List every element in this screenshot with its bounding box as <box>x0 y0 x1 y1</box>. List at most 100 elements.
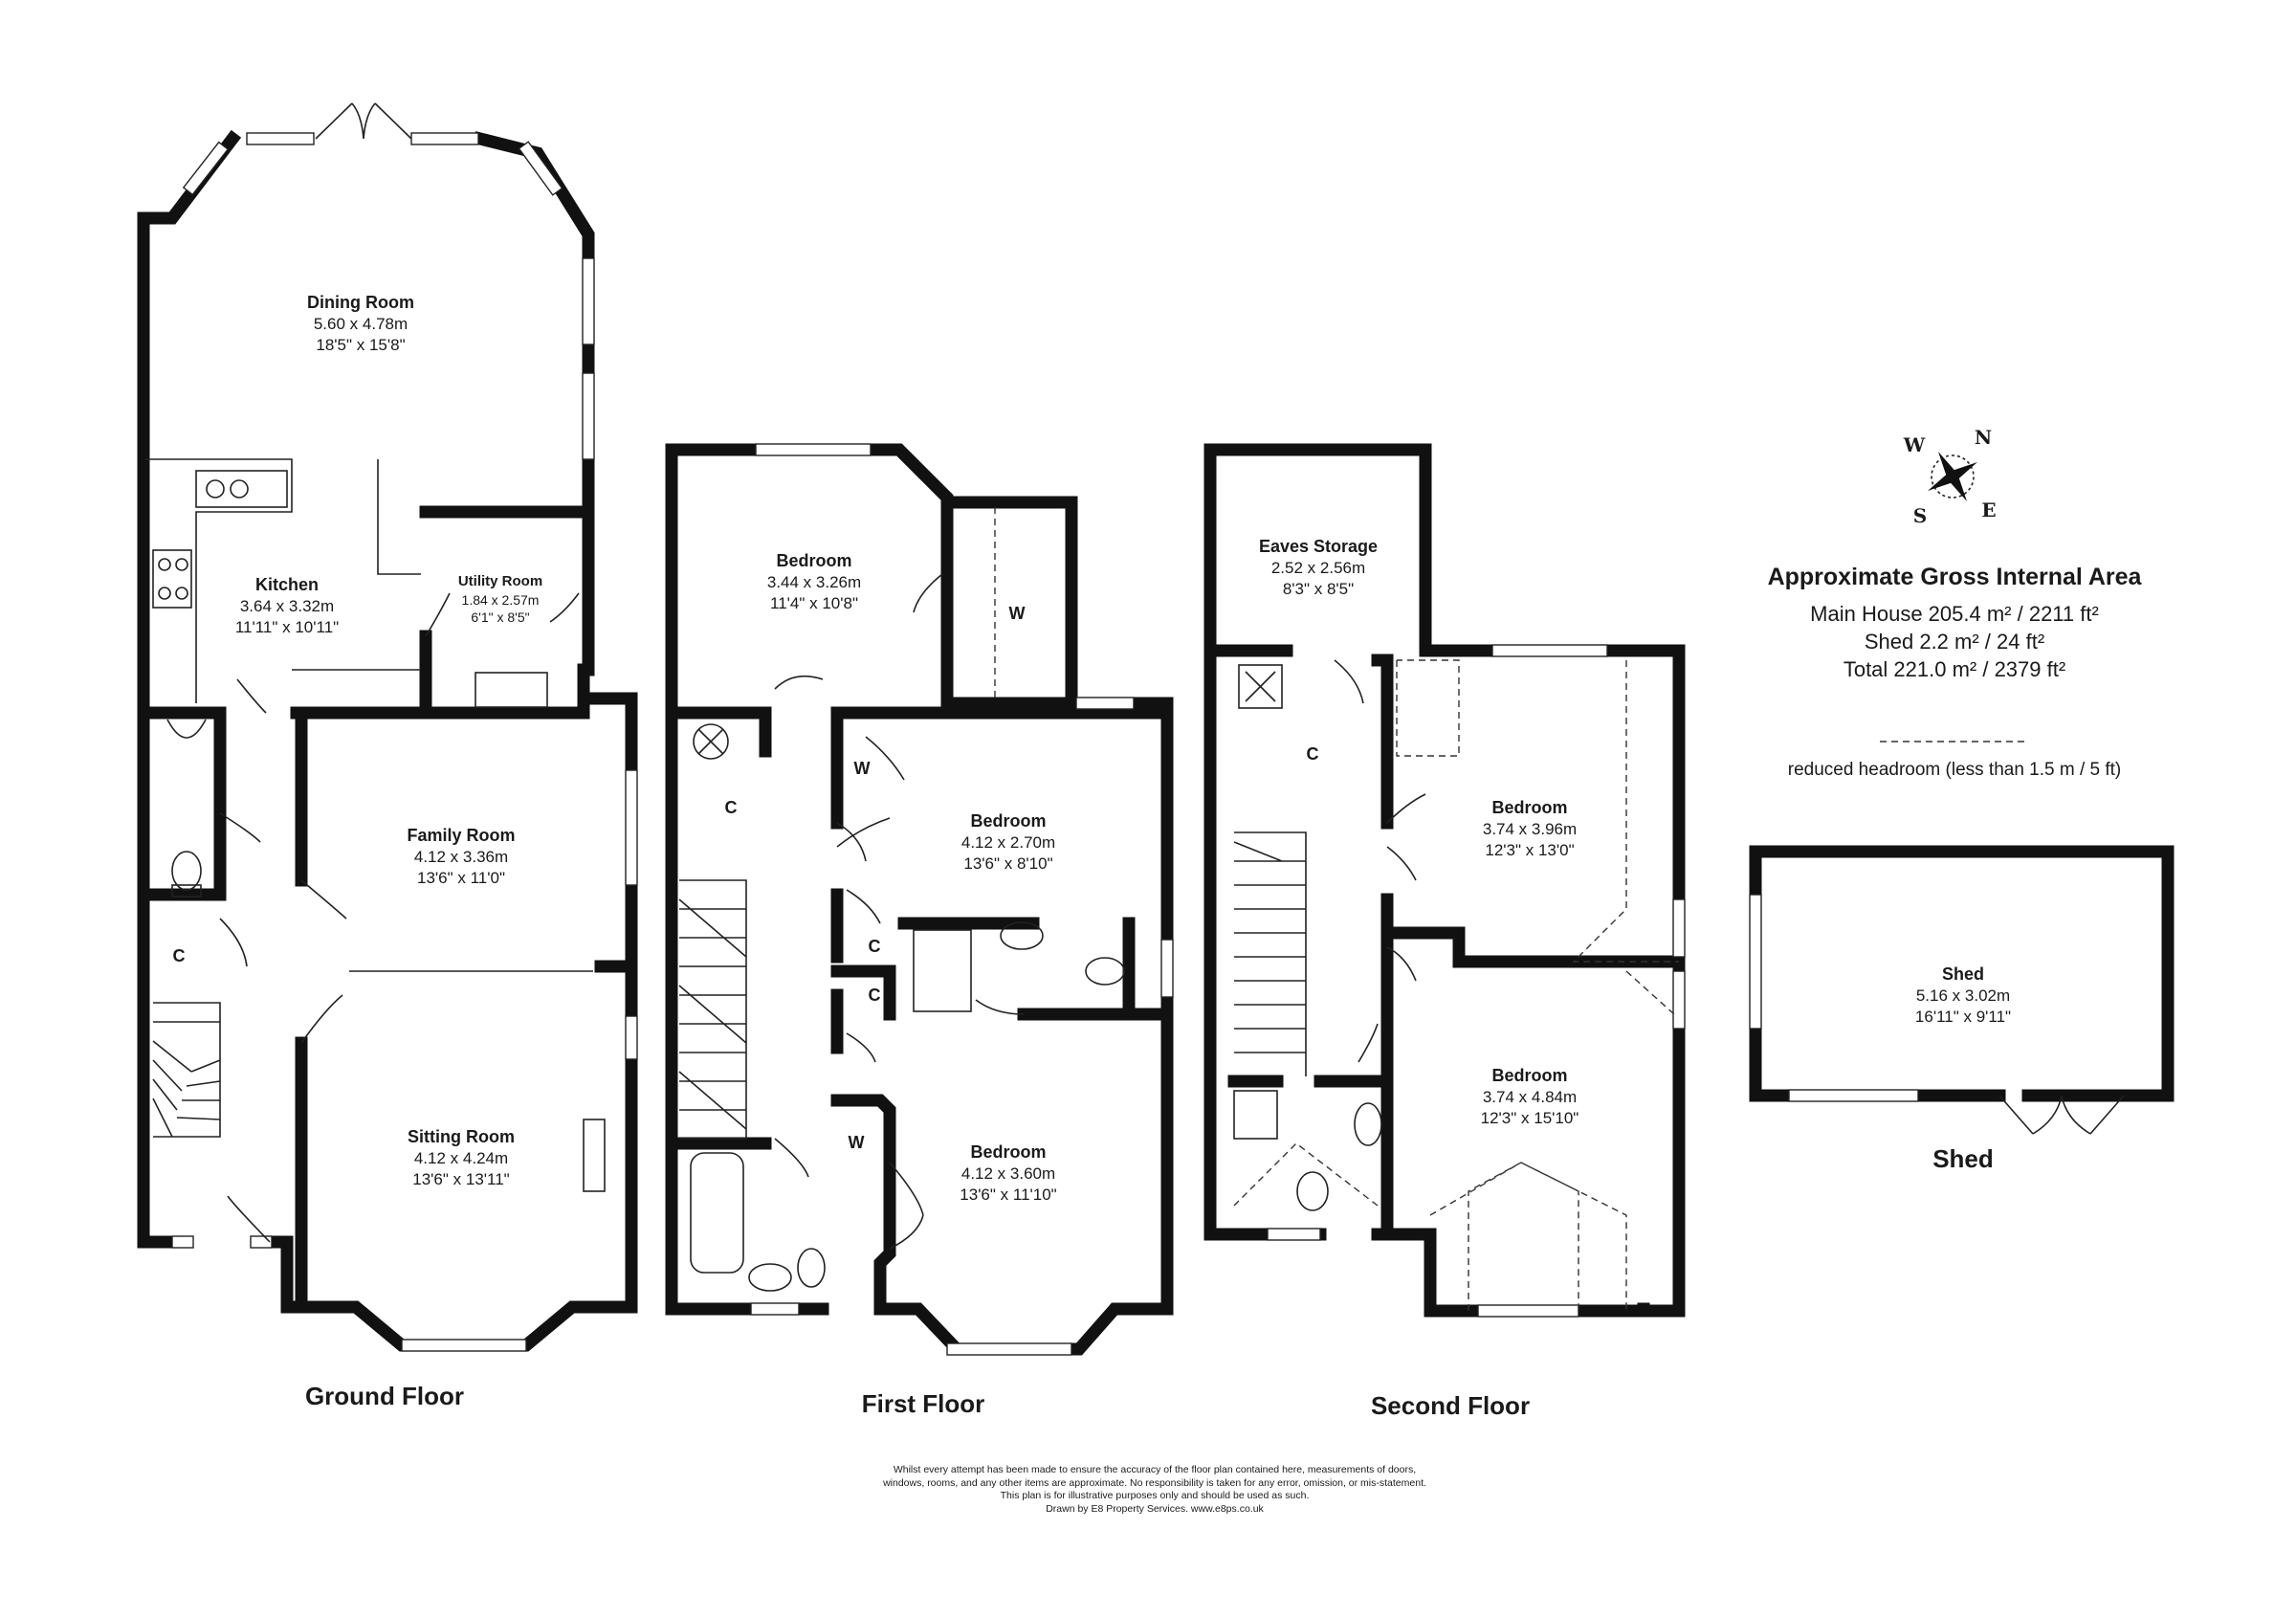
dining-window-top-left <box>246 132 315 145</box>
first-loft-hatch <box>693 723 729 760</box>
ground-floor-interior-walls <box>137 505 638 1314</box>
room-name: Bedroom <box>1491 798 1568 817</box>
compass-east-label: E <box>1981 499 1997 521</box>
shed-title: Shed <box>1932 1144 1994 1173</box>
second-wc <box>1296 1171 1329 1211</box>
room-name: Kitchen <box>254 575 320 594</box>
dining-window-right-2 <box>582 372 595 460</box>
disclaimer-line: Whilst every attempt has been made to en… <box>893 1464 1417 1475</box>
room-metric: 1.84 x 2.57m <box>461 591 540 608</box>
sitting-room-fireplace <box>583 1119 606 1192</box>
area-main-house: Main House 205.4 m² / 2211 ft² <box>1810 602 2099 626</box>
second-reduced-headroom-lines <box>1233 659 1679 1311</box>
disclaimer-line: windows, rooms, and any other items are … <box>883 1476 1426 1489</box>
room-name: Bedroom <box>970 811 1047 831</box>
disclaimer-line: This plan is for illustrative purposes o… <box>1000 1490 1310 1502</box>
hob-ring-2 <box>175 558 188 571</box>
room-metric: 5.16 x 3.02m <box>1915 986 2011 1006</box>
first-ensuite-wc <box>1085 957 1125 986</box>
family-window <box>625 769 638 886</box>
first-bedroom3-bay-window <box>946 1342 1072 1356</box>
room-metric: 4.12 x 3.60m <box>960 1164 1056 1184</box>
room-imperial: 18'5" x 15'8" <box>316 336 406 355</box>
room-name: Shed <box>1941 964 1985 984</box>
room-imperial: 13'6" x 13'11" <box>412 1170 510 1189</box>
room-metric: 3.44 x 3.26m <box>766 573 862 592</box>
first-bedroom-3: Bedroom 4.12 x 3.60m 13'6" x 11'10" <box>960 1141 1056 1207</box>
second-skylight-cross <box>1245 671 1276 702</box>
kitchen-worktop <box>145 458 421 703</box>
shed-window-bottom <box>1788 1089 1919 1102</box>
first-bedroom-1: Bedroom 3.44 x 3.26m 11'4" x 10'8" <box>767 550 861 615</box>
first-door-swings <box>774 573 1025 1250</box>
second-cupboard-label: C <box>1306 744 1319 764</box>
room-imperial: 11'4" x 10'8" <box>770 594 858 613</box>
ground-stairs <box>152 1002 221 1138</box>
room-imperial: 6'1" x 8'5" <box>471 609 530 625</box>
area-total: Total 221.0 m² / 2379 ft² <box>1843 657 2066 681</box>
first-bath-window <box>1160 939 1174 998</box>
room-metric: 4.12 x 4.24m <box>413 1149 509 1168</box>
shed-french-doors <box>1998 1095 2125 1135</box>
second-floor-plan <box>1203 443 1686 1318</box>
shed-plan <box>1749 845 2175 1135</box>
compass-rose <box>1928 452 1977 501</box>
second-shower-tray <box>1233 1090 1278 1140</box>
ground-cupboard-label: C <box>172 946 186 965</box>
second-eaves-storage: Eaves Storage 2.52 x 2.56m 8'3" x 8'5" <box>1259 536 1378 601</box>
first-stairs <box>678 879 747 1140</box>
first-cupboard-label: C <box>724 798 738 817</box>
area-title: Approximate Gross Internal Area <box>1767 564 2142 590</box>
second-floor-interior-walls <box>1203 644 1686 1241</box>
second-door-swings <box>1334 659 1426 1063</box>
second-bedroom1-window <box>1491 644 1608 657</box>
first-bedroom2-window <box>1075 697 1135 710</box>
shed-room: Shed 5.16 x 3.02m 16'11" x 9'11" <box>1915 964 2011 1029</box>
second-bedroom-2: Bedroom 3.74 x 4.84m 12'3" x 15'10" <box>1481 1065 1579 1130</box>
room-imperial: 11'11" x 10'11" <box>234 618 340 637</box>
shed-window-left <box>1749 894 1762 1030</box>
compass-north-label: N <box>1974 426 1993 449</box>
room-name: Utility Room <box>457 573 543 589</box>
ground-dining-room: Dining Room 5.60 x 4.78m 18'5" x 15'8" <box>307 292 414 357</box>
dining-french-doors <box>315 102 412 140</box>
first-floor-plan <box>665 443 1174 1356</box>
second-bedroom-1: Bedroom 3.74 x 3.96m 12'3" x 13'0" <box>1483 797 1577 862</box>
room-metric: 3.74 x 4.84m <box>1482 1088 1578 1107</box>
second-shower-window <box>1267 1228 1321 1241</box>
second-bedroom-window-side2 <box>1672 970 1686 1030</box>
room-imperial: 12'3" x 15'10" <box>1480 1109 1579 1128</box>
ground-wc-basin <box>166 719 207 739</box>
room-imperial: 16'11" x 9'11" <box>1914 1008 2012 1027</box>
ground-utility-room: Utility Room 1.84 x 2.57m 6'1" x 8'5" <box>458 572 542 626</box>
utility-sink <box>475 672 548 708</box>
first-wardrobe-label: W <box>1008 604 1026 623</box>
room-metric: 2.52 x 2.56m <box>1270 559 1366 578</box>
ground-sitting-room: Sitting Room 4.12 x 4.24m 13'6" x 13'11" <box>408 1126 515 1191</box>
legend-reduced-headroom: reduced headroom (less than 1.5 m / 5 ft… <box>1787 760 2122 780</box>
compass-south-label: S <box>1912 504 1928 527</box>
first-shower <box>913 929 972 1012</box>
dining-window-left-diagonal <box>182 141 230 196</box>
room-name: Bedroom <box>970 1142 1047 1162</box>
room-metric: 4.12 x 3.36m <box>413 848 509 867</box>
first-loft-hatch-cross <box>697 728 724 755</box>
front-door-window-left <box>171 1235 194 1249</box>
room-name: Eaves Storage <box>1258 537 1379 556</box>
ground-wc-toilet <box>171 851 202 891</box>
disclaimer-line: Drawn by E8 Property Services. www.e8ps.… <box>1046 1502 1264 1515</box>
room-metric: 3.64 x 3.32m <box>239 597 335 616</box>
second-basin <box>1354 1102 1382 1146</box>
room-metric: 3.74 x 3.96m <box>1482 820 1578 839</box>
dining-window-top-right <box>410 132 479 145</box>
first-bathroom-window <box>750 1302 800 1316</box>
kitchen-hob <box>152 549 192 609</box>
disclaimer: Whilst every attempt has been made to en… <box>883 1464 1426 1517</box>
front-door-window-right <box>250 1235 273 1249</box>
first-ensuite-basin <box>1000 921 1044 950</box>
ground-family-room: Family Room 4.12 x 3.36m 13'6" x 11'0" <box>407 825 515 890</box>
room-imperial: 8'3" x 8'5" <box>1282 580 1355 599</box>
room-imperial: 13'6" x 8'10" <box>963 854 1053 874</box>
room-metric: 4.12 x 2.70m <box>960 833 1056 853</box>
hob-ring-3 <box>158 587 171 600</box>
